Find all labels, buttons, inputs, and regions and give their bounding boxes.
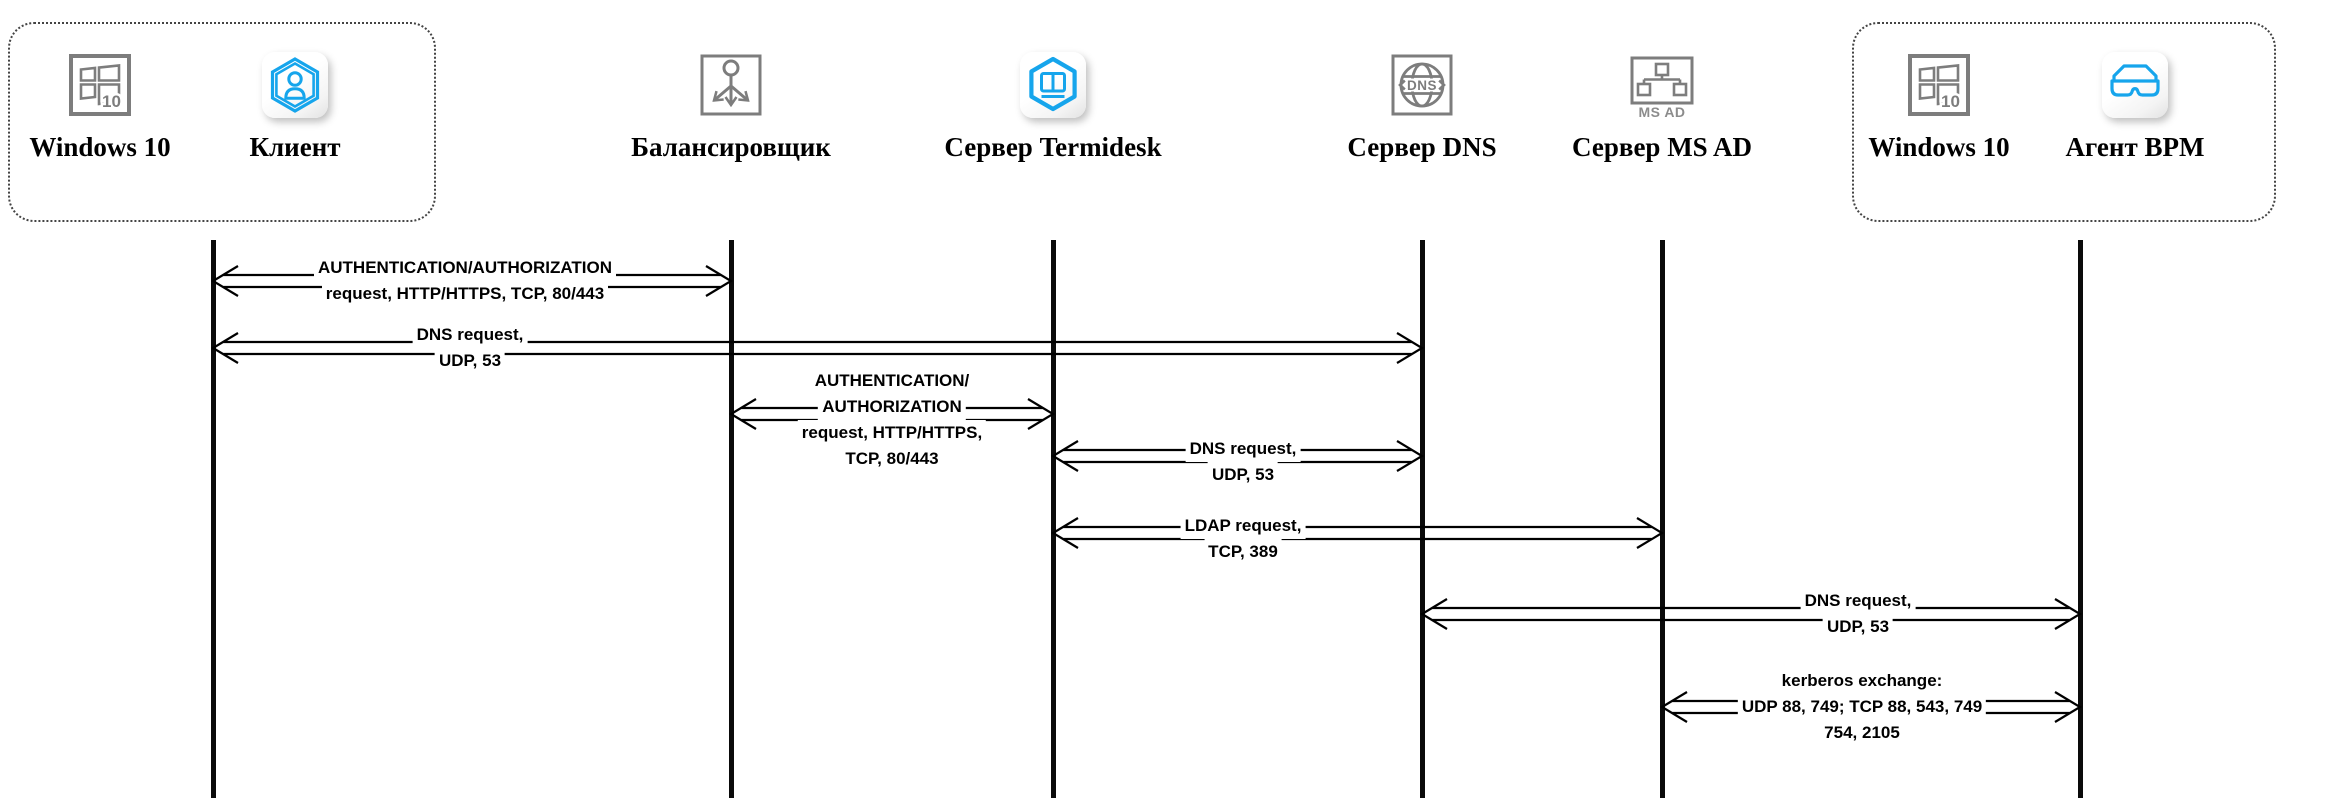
- actor-label: Сервер MS AD: [1572, 132, 1752, 162]
- lifeline-balancer: [728, 240, 734, 798]
- actor-dns-server: DNS Сервер DNS: [1302, 50, 1542, 163]
- actor-client: Клиент: [175, 50, 415, 163]
- actor-label: Сервер Termidesk: [944, 132, 1162, 162]
- windows-10-badge: 10: [102, 92, 121, 111]
- message-arrow-dns-client: [210, 332, 1425, 364]
- windows-10-icon: 10: [1907, 50, 1971, 120]
- actor-label: Агент BPM: [2065, 132, 2205, 162]
- actor-windows10-left: 10 Windows 10: [0, 50, 220, 163]
- lifeline-client: [210, 240, 216, 798]
- actor-termidesk-server: Сервер Termidesk: [933, 50, 1173, 163]
- ms-ad-badge: MS AD: [1638, 104, 1685, 119]
- message-label: AUTHENTICATION/ AUTHORIZATION request, H…: [797, 368, 987, 472]
- message-label: DNS request, UDP, 53: [412, 322, 528, 374]
- message-label: DNS request, UDP, 53: [1800, 588, 1916, 640]
- lifeline-ms-ad: [1659, 240, 1665, 798]
- bpm-agent-glasses-icon: [2102, 52, 2168, 118]
- agent-group-box: [1852, 22, 2276, 222]
- actor-windows10-right: 10 Windows 10: [1819, 50, 2059, 163]
- load-balancer-icon: [699, 50, 763, 120]
- message-label: kerberos exchange: UDP 88, 749; TCP 88, …: [1737, 668, 1987, 746]
- actor-label: Клиент: [249, 132, 341, 162]
- actor-label: Windows 10: [1868, 132, 2010, 162]
- message-arrow-auth-client-balancer: [210, 265, 734, 297]
- actor-ms-ad-server: MS AD Сервер MS AD: [1542, 50, 1782, 163]
- message-label: AUTHENTICATION/AUTHORIZATION request, HT…: [313, 255, 617, 307]
- windows-10-badge: 10: [1941, 92, 1960, 111]
- lifeline-dns: [1419, 240, 1425, 798]
- lifeline-termidesk: [1050, 240, 1056, 798]
- message-arrow-dns-agent: [1419, 598, 2083, 630]
- message-label: LDAP request, TCP, 389: [1180, 513, 1306, 565]
- actor-bpm-agent: Агент BPM: [2015, 50, 2255, 163]
- dns-badge: DNS: [1407, 78, 1437, 93]
- message-label: DNS request, UDP, 53: [1185, 436, 1301, 488]
- actor-label: Сервер DNS: [1347, 132, 1497, 162]
- ms-ad-tree-icon: MS AD: [1630, 50, 1694, 120]
- message-arrow-auth-balancer-termidesk: [728, 398, 1056, 430]
- message-arrow-kerberos: [1659, 691, 2083, 723]
- actor-label: Windows 10: [29, 132, 171, 162]
- message-arrow-dns-termidesk: [1050, 440, 1425, 472]
- client-group-box: [8, 22, 436, 222]
- message-arrow-ldap: [1050, 517, 1665, 549]
- actor-label: Балансировщик: [631, 132, 831, 162]
- termidesk-hexagon-icon: [1020, 52, 1086, 118]
- windows-10-icon: 10: [68, 50, 132, 120]
- lifeline-agent: [2077, 240, 2083, 798]
- client-hexagon-user-icon: [262, 52, 328, 118]
- actor-load-balancer: Балансировщик: [611, 50, 851, 163]
- dns-globe-icon: DNS: [1390, 50, 1454, 120]
